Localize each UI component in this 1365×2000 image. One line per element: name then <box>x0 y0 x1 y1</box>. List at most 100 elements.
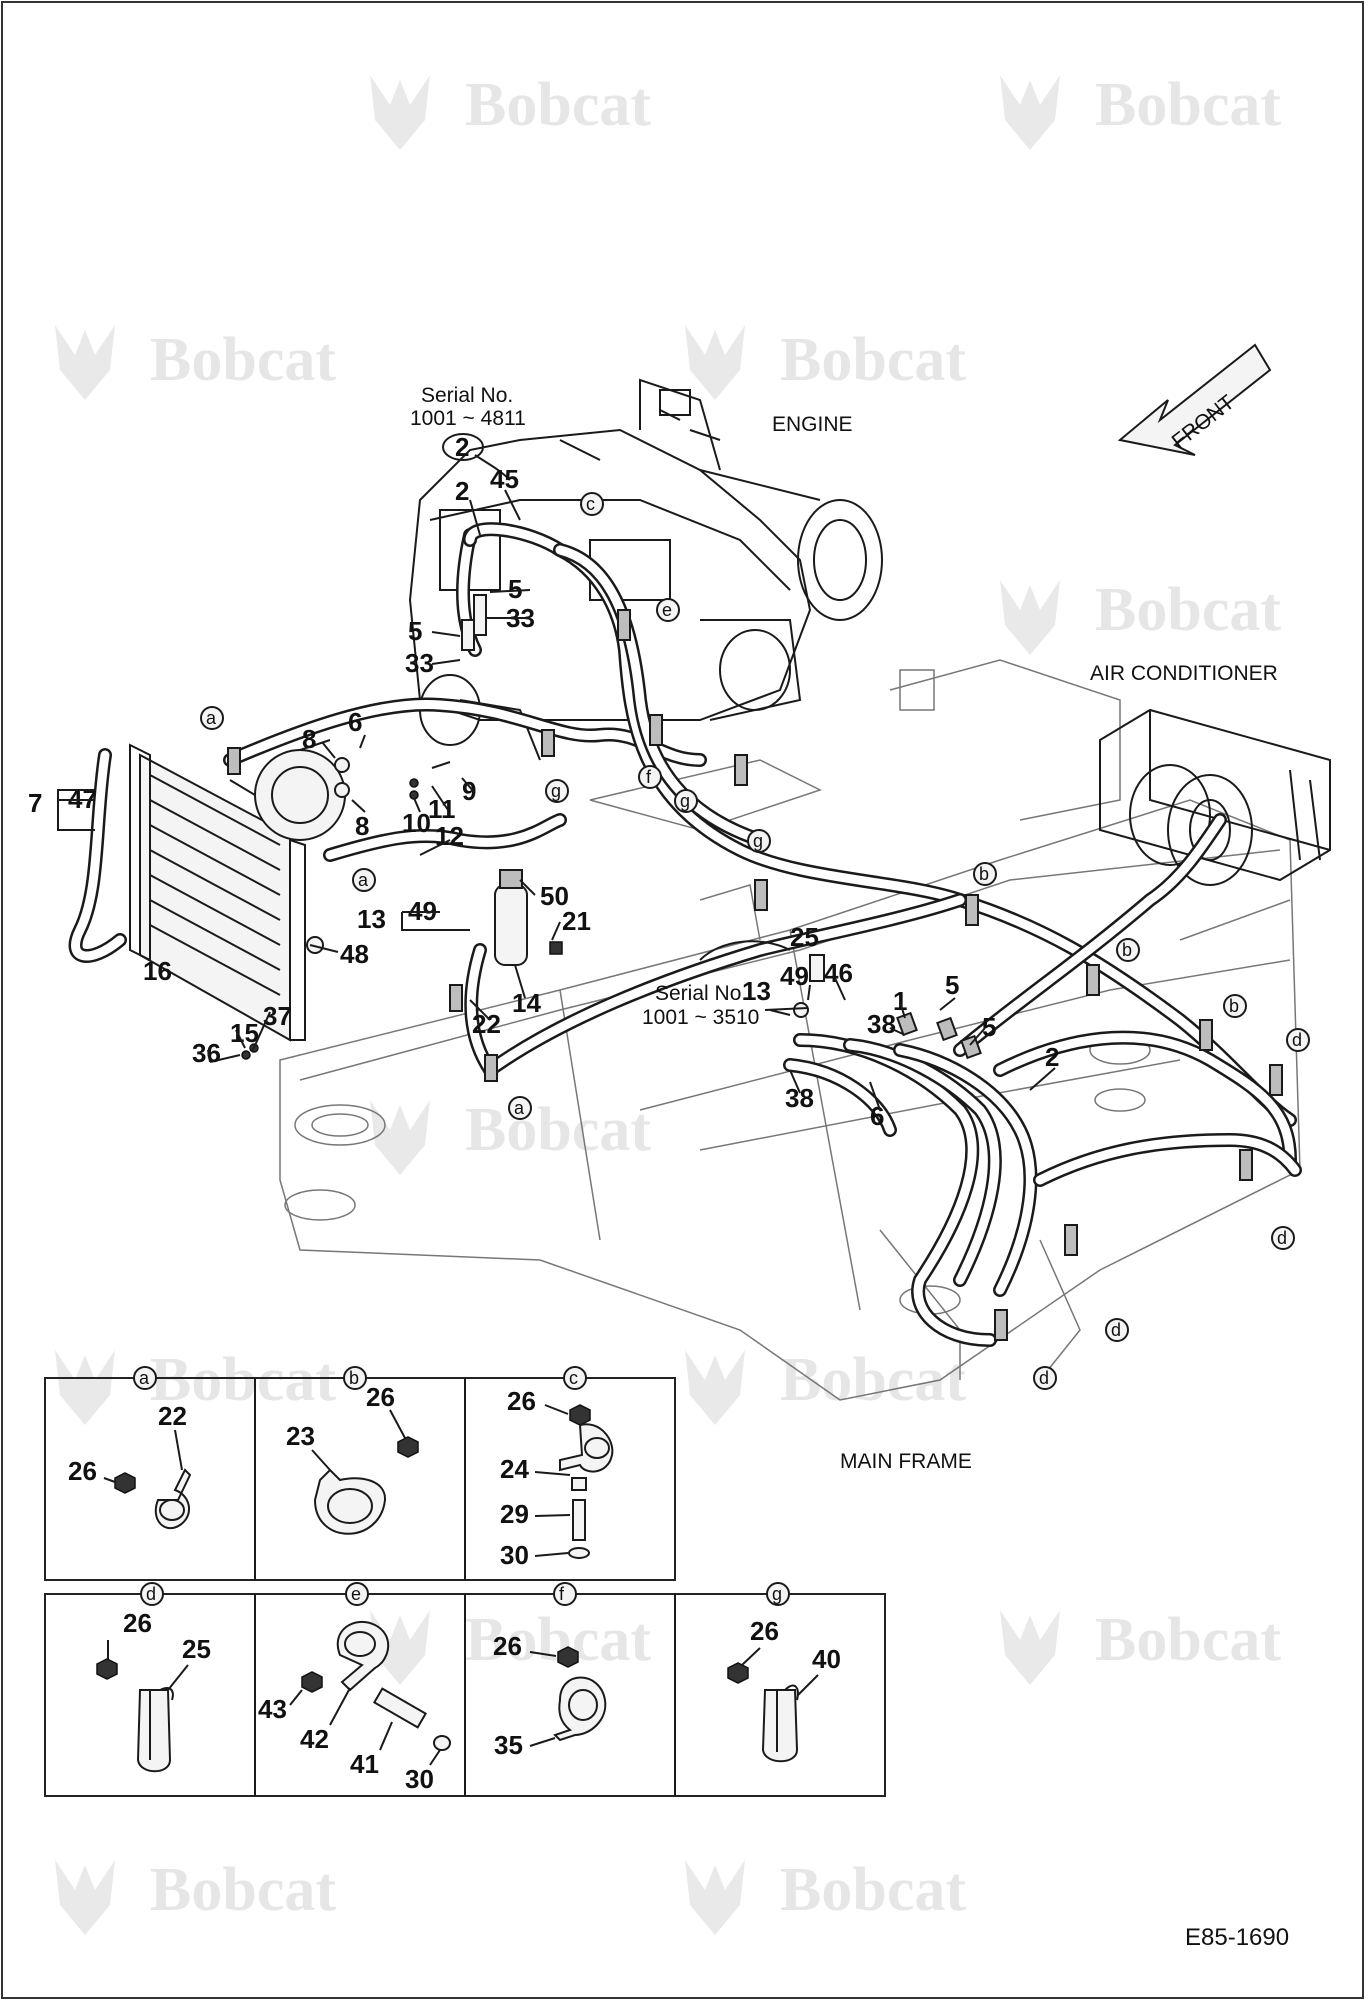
bobcat-head-logo <box>55 1350 115 1425</box>
panel-a-label: 26 <box>68 1456 97 1486</box>
callout-49: 49 <box>780 961 809 991</box>
panel-b-label: 26 <box>366 1382 395 1412</box>
detail-panels-row-2 <box>44 1593 886 1797</box>
panel-e-label: 30 <box>405 1764 434 1794</box>
clip-marker-b: b <box>1229 996 1239 1016</box>
callout-13: 13 <box>357 904 386 934</box>
detail-panel-a: a 22 26 <box>68 1366 192 1530</box>
panel-g-label: 40 <box>812 1644 841 1674</box>
panel-b-label: 23 <box>286 1421 315 1451</box>
callout-48: 48 <box>340 939 369 969</box>
serial-note-top-range: 1001 ~ 4811 <box>410 407 526 430</box>
detail-panel-c: c 26 24 29 30 <box>500 1366 614 1570</box>
fittings <box>209 594 982 1063</box>
detail-panel-b: b 26 23 <box>286 1366 419 1535</box>
panel-c-label: 26 <box>507 1386 536 1416</box>
clip-reference-markers: a a a b b b c d d d d e f g g g <box>200 492 1310 1390</box>
panel-f-label: 35 <box>494 1730 523 1760</box>
watermark-text: Bobcat <box>150 1856 336 1924</box>
watermark-layer: Bobcat Bobcat Bobcat Bobcat Bobcat Bobca… <box>55 71 1281 1935</box>
refrigerant-hoses <box>68 522 1302 1347</box>
clip-marker-d: d <box>1039 1368 1049 1388</box>
callout-10: 10 <box>402 808 431 838</box>
callout-25: 25 <box>790 922 819 952</box>
panel-c-label: 30 <box>500 1540 529 1570</box>
callout-33: 33 <box>405 648 434 678</box>
detail-panel-d: d 26 25 <box>96 1582 211 1773</box>
main-frame-drawing <box>279 659 1301 1401</box>
callout-16: 16 <box>143 956 172 986</box>
watermark-text: Bobcat <box>465 1096 651 1164</box>
figure-code: E85-1690 <box>1185 1924 1289 1951</box>
panel-c-key: c <box>569 1368 578 1388</box>
clip-marker-d: d <box>1292 1030 1302 1050</box>
watermark-text: Bobcat <box>1095 1606 1281 1674</box>
serial-note-top-line1: Serial No. <box>421 384 513 407</box>
detail-panel-f: f 26 35 <box>493 1582 607 1760</box>
watermark-text: Bobcat <box>465 71 651 139</box>
panel-f-label: 26 <box>493 1631 522 1661</box>
callout-45: 45 <box>490 464 519 494</box>
bobcat-head-logo <box>370 1610 430 1685</box>
watermark-text: Bobcat <box>780 326 966 394</box>
callout-22: 22 <box>472 1009 501 1039</box>
detail-panel-g: g 26 40 <box>727 1582 841 1763</box>
callout-5: 5 <box>982 1012 996 1042</box>
watermark-text: Bobcat <box>1095 71 1281 139</box>
clip-marker-d: d <box>1277 1228 1287 1248</box>
serial-note-mid: Serial No. 1001 ~ 3510 <box>642 940 791 1029</box>
clip-marker-c: c <box>586 494 595 514</box>
panel-a-label: 22 <box>158 1401 187 1431</box>
engine-drawing <box>408 378 883 761</box>
main-frame-label: MAIN FRAME <box>840 1450 972 1473</box>
callout-5: 5 <box>508 574 522 604</box>
callout-14: 14 <box>512 988 541 1018</box>
panel-a-key: a <box>139 1368 150 1388</box>
bobcat-head-logo <box>685 325 745 400</box>
callout-36: 36 <box>192 1038 221 1068</box>
watermark-text: Bobcat <box>1095 576 1281 644</box>
bobcat-head-logo <box>1000 75 1060 150</box>
serial-note-mid-line1: Serial No. <box>655 982 747 1005</box>
callout-8: 8 <box>302 724 316 754</box>
air-conditioner-label: AIR CONDITIONER <box>1090 662 1278 685</box>
callout-6: 6 <box>348 707 362 737</box>
clip-marker-e: e <box>662 600 672 620</box>
panel-d-label: 26 <box>123 1608 152 1638</box>
callout-12: 12 <box>435 821 464 851</box>
callout-7: 7 <box>28 788 42 818</box>
panel-f-key: f <box>559 1584 565 1604</box>
bobcat-head-logo <box>55 325 115 400</box>
callout-2: 2 <box>455 476 469 506</box>
receiver-dryer-14-drawing <box>494 869 528 966</box>
callout-6: 6 <box>870 1101 884 1131</box>
watermark-text: Bobcat <box>150 326 336 394</box>
callout-8: 8 <box>355 811 369 841</box>
engine-label: ENGINE <box>772 413 853 436</box>
clip-marker-a: a <box>514 1098 525 1118</box>
panel-d-label: 25 <box>182 1634 211 1664</box>
panel-b-key: b <box>349 1368 359 1388</box>
callout-5: 5 <box>945 970 959 1000</box>
callout-11: 11 <box>428 794 456 824</box>
panel-c-label: 24 <box>500 1454 529 1484</box>
clip-marker-b: b <box>979 864 989 884</box>
callout-2: 2 <box>1045 1042 1059 1072</box>
callout-13: 13 <box>742 976 771 1006</box>
callout-38: 38 <box>785 1083 814 1113</box>
callout-50: 50 <box>540 881 569 911</box>
callout-21: 21 <box>562 906 591 936</box>
bobcat-head-logo <box>370 75 430 150</box>
air-conditioner-drawing <box>1099 708 1331 886</box>
bobcat-head-logo <box>1000 1610 1060 1685</box>
callout-46: 46 <box>824 958 853 988</box>
front-direction-arrow: FRONT <box>1117 343 1272 456</box>
watermark-text: Bobcat <box>780 1856 966 1924</box>
clip-marker-d: d <box>1111 1320 1121 1340</box>
panel-g-key: g <box>772 1584 782 1604</box>
clip-marker-b: b <box>1122 940 1132 960</box>
clip-marker-g: g <box>551 781 561 801</box>
route-clamps <box>227 609 1283 1341</box>
